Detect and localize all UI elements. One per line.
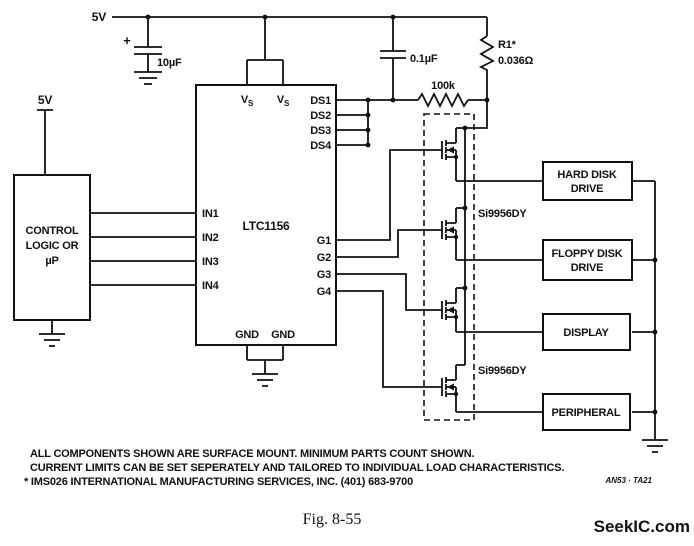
bulk-capacitor (134, 17, 162, 85)
control-line-3: µP (45, 255, 58, 267)
control-line-2: LOGIC OR (26, 240, 79, 252)
bypass-capacitor (380, 17, 406, 100)
gate-resistor-100k (417, 91, 469, 109)
drain-bus (456, 100, 488, 366)
note-line-3: * IMS026 INTERNATIONAL MANUFACTURING SER… (24, 476, 413, 488)
vs-main: V (241, 94, 249, 106)
mosfet-4 (441, 365, 543, 413)
mosfet-1-arrow (447, 146, 454, 154)
ic-name: LTC1156 (242, 219, 290, 233)
gate-routes (336, 149, 442, 388)
load-hard-disk-line2: DRIVE (571, 183, 604, 195)
note-line-1: ALL COMPONENTS SHOWN ARE SURFACE MOUNT. … (30, 448, 474, 460)
vs-sub: S (248, 99, 254, 108)
right-ground-rail (632, 180, 668, 453)
ic-pin-ds3: DS3 (310, 125, 331, 137)
mosfet-package-label-bottom: Si9956DY (478, 365, 527, 377)
gate-resistor-value: 100k (431, 80, 456, 92)
load-floppy-disk-line2: DRIVE (571, 262, 604, 274)
ic-pin-in4: IN4 (202, 280, 220, 292)
ic-pin-vs-right: VS (277, 94, 290, 108)
mosfet-2-arrow (447, 226, 454, 234)
load-peripheral-box (542, 393, 631, 431)
ic-pin-vs-left: VS (241, 94, 254, 108)
bulk-cap-value: 10µF (157, 57, 182, 69)
doc-reference: AN53 · TA21 (604, 476, 652, 485)
mosfet-package-label-top: Si9956DY (478, 208, 527, 220)
input-lines (90, 212, 196, 286)
ds-sense-net (336, 91, 490, 148)
watermark: SeekIC.com (594, 517, 690, 536)
mosfet-3-arrow (447, 306, 454, 314)
vs-supply-net (246, 17, 284, 85)
ic-pin-g1: G1 (317, 235, 331, 247)
dashed-package-outline (423, 113, 475, 421)
load-peripheral-line1: PERIPHERAL (552, 407, 621, 419)
mosfet-1 (441, 128, 543, 182)
mosfet-2 (441, 208, 543, 261)
ic-pin-ds2: DS2 (310, 110, 331, 122)
ground-symbol-loads (642, 439, 668, 453)
mosfet-3 (441, 288, 543, 333)
sense-resistor-value: 0.036Ω (498, 55, 534, 67)
ic-pin-ds4: DS4 (310, 140, 332, 152)
sense-resistor-r1 (478, 17, 495, 100)
load-hard-disk-line1: HARD DISK (557, 169, 617, 181)
bypass-cap-value: 0.1µF (410, 53, 438, 65)
load-floppy-disk-line1: FLOPPY DISK (552, 248, 623, 260)
note-line-2: CURRENT LIMITS CAN BE SET SEPERATELY AND… (30, 462, 564, 474)
ic-pin-gnd-left: GND (235, 329, 259, 341)
ic-pin-g2: G2 (317, 252, 331, 264)
ic-pin-gnd-right: GND (271, 329, 295, 341)
figure-caption: Fig. 8-55 (303, 511, 362, 528)
load-display-box (542, 313, 631, 351)
ic-pin-in3: IN3 (202, 256, 219, 268)
ground-symbol-control (39, 333, 65, 347)
load-floppy-disk-box (542, 239, 633, 281)
rail-5v-label: 5V (92, 10, 106, 24)
bulk-cap-polarity: + (123, 33, 131, 48)
ground-symbol-bulk-cap (134, 71, 162, 85)
vs-sub: S (284, 99, 290, 108)
ground-symbol-ic (252, 373, 278, 387)
ic-ltc1156-body (195, 84, 337, 346)
mosfet-4-arrow (447, 383, 454, 391)
vs-main: V (277, 94, 285, 106)
control-ground-net (39, 320, 65, 347)
control-supply-net (37, 109, 53, 175)
load-display-line1: DISPLAY (563, 327, 609, 339)
power-rail (112, 14, 487, 20)
ic-pin-g3: G3 (317, 269, 331, 281)
control-5v-label: 5V (38, 93, 52, 107)
sense-resistor-name: R1* (498, 39, 517, 51)
ic-ground-net (246, 345, 284, 387)
ic-pin-g4: G4 (317, 286, 332, 298)
ic-pin-ds1: DS1 (310, 95, 331, 107)
ic-pin-in2: IN2 (202, 232, 219, 244)
control-line-1: CONTROL (26, 225, 79, 237)
ic-pin-in1: IN1 (202, 208, 219, 220)
